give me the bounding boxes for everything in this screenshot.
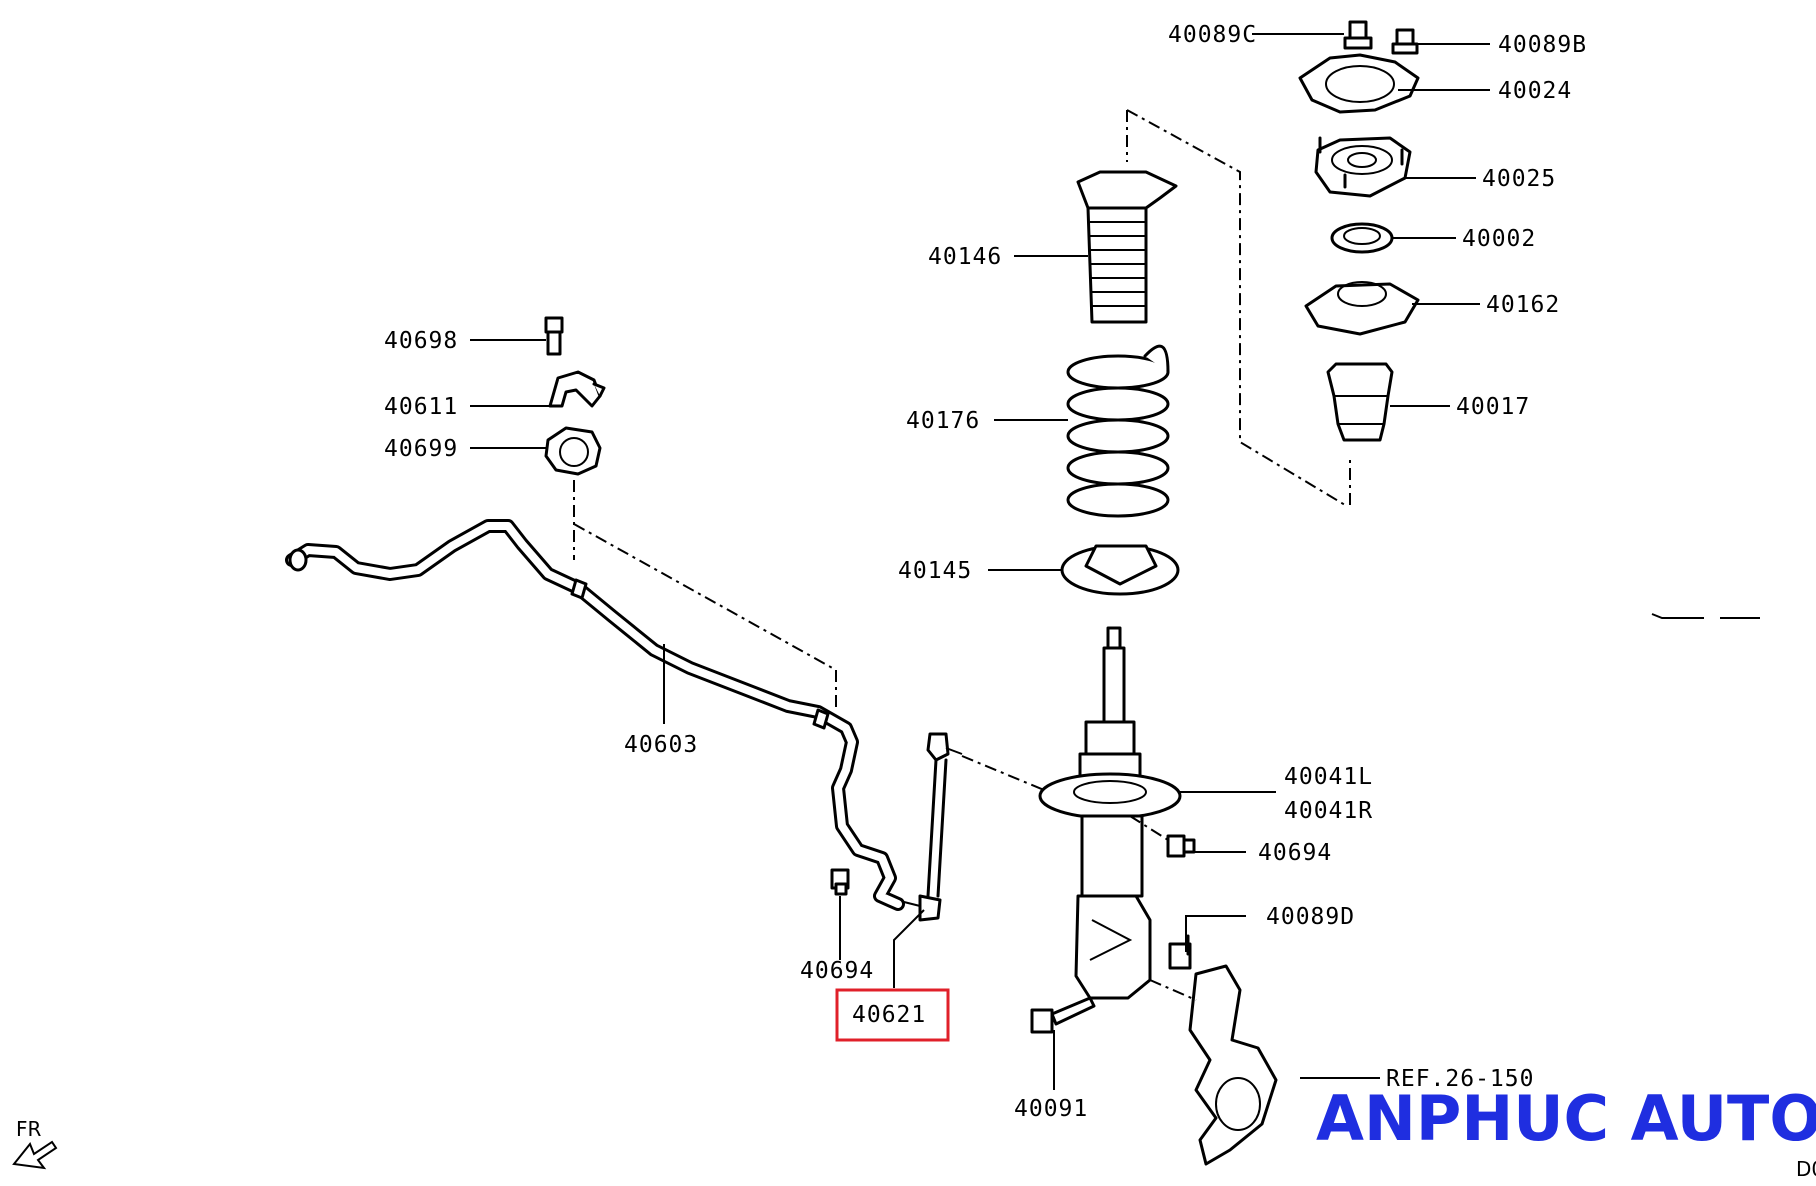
- highlight-box: [835, 988, 950, 1042]
- strut-40041: [1038, 626, 1182, 1000]
- bump-stopper-40017: [1326, 362, 1394, 442]
- corner-code: D0C: [1796, 1157, 1816, 1181]
- direction-label: FR: [16, 1117, 42, 1141]
- label-40089c: 40089C: [1168, 22, 1257, 48]
- label-40694-strut: 40694: [1258, 840, 1332, 866]
- label-40698: 40698: [384, 328, 458, 354]
- spring-pad-40145: [1060, 544, 1180, 596]
- front-arrow-icon: [12, 1140, 58, 1170]
- watermark: ANPHUC AUTO: [1316, 1082, 1816, 1155]
- mount-40025: [1314, 136, 1412, 198]
- label-40024: 40024: [1498, 78, 1572, 104]
- label-40089b: 40089B: [1498, 32, 1587, 58]
- coil-spring-40176: [1066, 344, 1170, 518]
- label-40162: 40162: [1486, 292, 1560, 318]
- label-40025: 40025: [1482, 166, 1556, 192]
- bolt-40698: [544, 316, 564, 356]
- mount-plate-40024: [1298, 53, 1420, 114]
- nut-40089c: [1343, 20, 1373, 50]
- label-40041l: 40041L: [1284, 764, 1373, 790]
- label-40603: 40603: [624, 732, 698, 758]
- nut-40694-strut: [1166, 834, 1196, 858]
- stabilizer-bar-40603: [285, 519, 905, 911]
- label-40091: 40091: [1014, 1096, 1088, 1122]
- spring-seat-40162: [1304, 281, 1420, 336]
- label-ref-26-150: REF.26-150: [1386, 1066, 1534, 1092]
- stabilizer-link-40621: [903, 732, 963, 922]
- nut-40089b: [1391, 28, 1419, 55]
- label-40694-stabilizer: 40694: [800, 958, 874, 984]
- label-40176: 40176: [906, 408, 980, 434]
- label-40002: 40002: [1462, 226, 1536, 252]
- bolt-40091: [1030, 996, 1096, 1034]
- label-40699: 40699: [384, 436, 458, 462]
- label-40611: 40611: [384, 394, 458, 420]
- label-40621: 40621: [852, 1002, 926, 1028]
- bushing-40699: [544, 426, 602, 476]
- label-40017: 40017: [1456, 394, 1530, 420]
- assembly-guide-line: [1126, 109, 1346, 506]
- leader-40621: [893, 909, 925, 988]
- steering-knuckle: [1188, 964, 1278, 1166]
- label-40089d: 40089D: [1266, 904, 1355, 930]
- bracket-40611: [548, 370, 606, 408]
- bearing-40002: [1330, 222, 1394, 254]
- assembly-guide-line: [1149, 979, 1197, 1001]
- label-40146: 40146: [928, 244, 1002, 270]
- label-40041r: 40041R: [1284, 798, 1373, 824]
- assembly-guide-line: [1129, 815, 1169, 841]
- dust-boot-40146: [1076, 170, 1178, 324]
- label-40145: 40145: [898, 558, 972, 584]
- assembly-guide-line: [961, 755, 1045, 791]
- leader-40089d: [1185, 915, 1246, 952]
- stray-line: [1651, 613, 1760, 619]
- nut-40694-stabilizer: [830, 868, 850, 896]
